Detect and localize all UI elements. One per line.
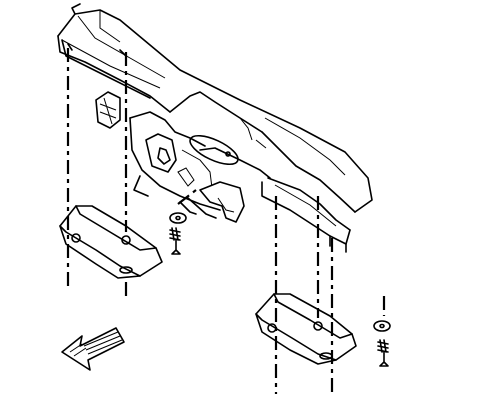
right-bracket [255, 293, 357, 365]
bolt [377, 339, 389, 367]
bolt [169, 227, 181, 255]
alignment-lines [66, 48, 386, 396]
direction-arrow [61, 327, 125, 371]
washer [373, 320, 391, 332]
transmission-mount [95, 91, 271, 223]
left-bracket [59, 205, 163, 279]
washer [169, 212, 187, 224]
frame-crossmember [57, 3, 373, 253]
